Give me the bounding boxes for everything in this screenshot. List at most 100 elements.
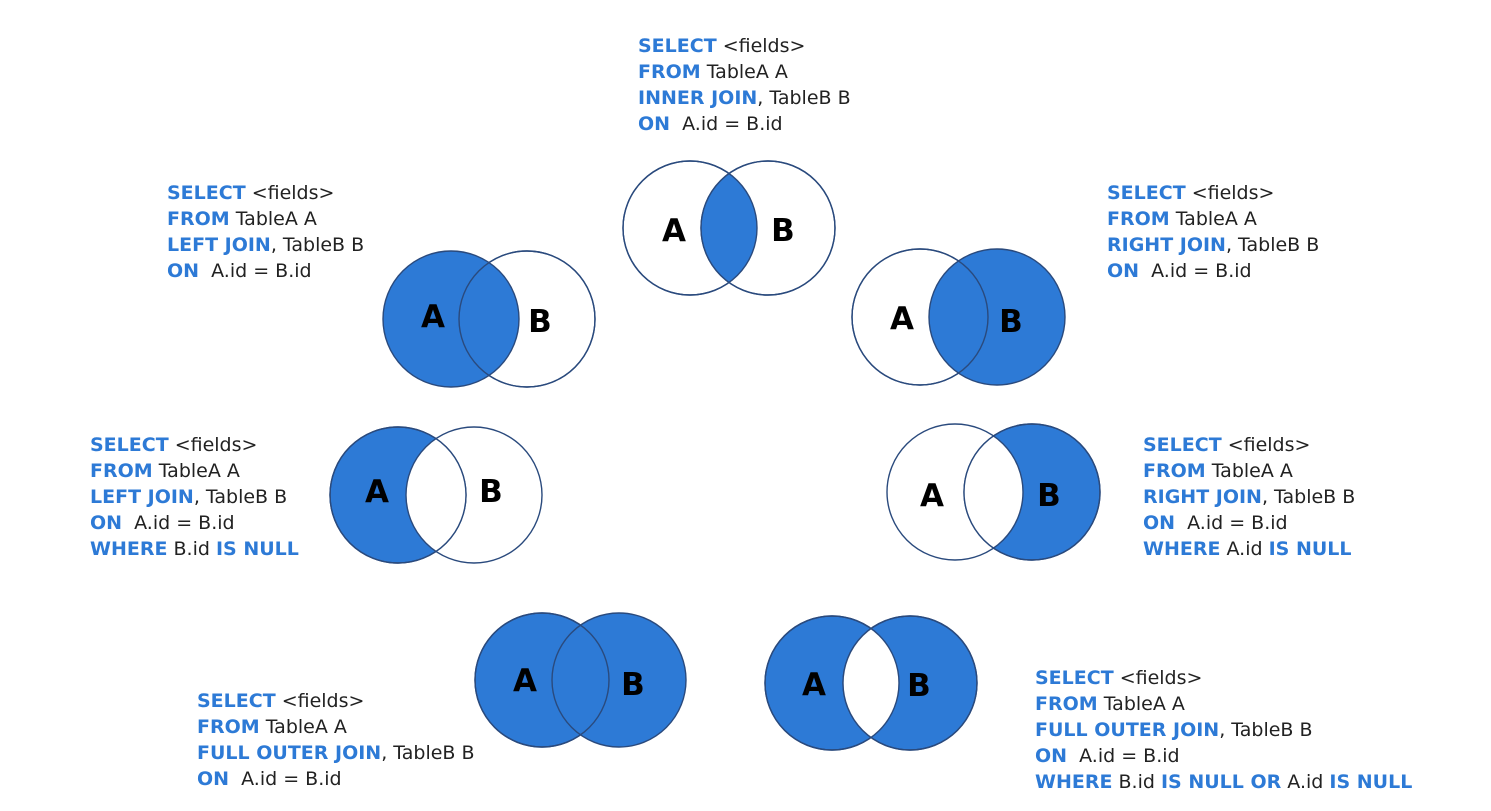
label-b: B <box>907 668 931 704</box>
label-a: A <box>890 301 914 337</box>
label-b: B <box>1037 478 1061 514</box>
sql-text: , TableB B <box>1225 234 1320 256</box>
venn-left-excluding-join: A B <box>329 426 543 564</box>
sql-text: B.id <box>167 538 216 560</box>
sql-keyword: ON <box>638 113 671 135</box>
circle-b <box>551 612 687 748</box>
sql-keyword: RIGHT JOIN <box>1107 234 1226 256</box>
sql-line: SELECT <fields> <box>1143 432 1355 458</box>
sql-keyword: WHERE <box>90 538 168 560</box>
sql-keyword: SELECT <box>90 434 169 456</box>
label-a: A <box>513 663 537 699</box>
label-a: A <box>421 299 445 335</box>
sql-keyword: WHERE <box>1035 771 1113 793</box>
sql-keyword: IS NULL <box>1268 538 1352 560</box>
venn-left-join: A B <box>382 250 596 388</box>
sql-text: TableA A <box>700 61 788 83</box>
sql-text: <fields> <box>1113 667 1203 689</box>
sql-keyword: ON <box>1107 260 1140 282</box>
label-a: A <box>662 213 686 249</box>
sql-text: TableA A <box>229 208 317 230</box>
sql-line: INNER JOIN, TableB B <box>638 85 851 111</box>
label-a: A <box>802 667 826 703</box>
sql-keyword: IS NULL <box>215 538 299 560</box>
sql-keyword: SELECT <box>1107 182 1186 204</box>
sql-line: SELECT <fields> <box>1107 180 1319 206</box>
circle-b <box>405 426 543 564</box>
sql-text: <fields> <box>716 35 806 57</box>
sql-line: SELECT <fields> <box>197 688 475 714</box>
sql-text: <fields> <box>245 182 335 204</box>
intersection-region <box>964 424 1023 560</box>
sql-line: ON A.id = B.id <box>197 766 475 792</box>
sql-text: TableA A <box>1097 693 1185 715</box>
sql-keyword: LEFT JOIN <box>167 234 271 256</box>
sql-line: SELECT <fields> <box>1035 665 1412 691</box>
sql-text: TableA A <box>1169 208 1257 230</box>
sql-keyword: FULL OUTER JOIN <box>1035 719 1220 741</box>
venn-right-join: A B <box>851 248 1066 386</box>
sql-text: B.id <box>1112 771 1161 793</box>
sql-line: FROM TableA A <box>1143 458 1355 484</box>
label-b: B <box>621 667 645 703</box>
sql-text: <fields> <box>275 690 365 712</box>
sql-line: ON A.id = B.id <box>1143 510 1355 536</box>
sql-line: RIGHT JOIN, TableB B <box>1107 232 1319 258</box>
label-b: B <box>999 304 1023 340</box>
sql-line: ON A.id = B.id <box>167 258 364 284</box>
sql-keyword: FROM <box>197 716 260 738</box>
label-b: B <box>528 304 552 340</box>
sql-line: RIGHT JOIN, TableB B <box>1143 484 1355 510</box>
sql-full-outer-excluding-join: SELECT <fields>FROM TableA A FULL OUTER J… <box>1035 665 1412 795</box>
circle-a <box>886 423 1024 561</box>
sql-keyword: ON <box>1143 512 1176 534</box>
sql-keyword: SELECT <box>197 690 276 712</box>
sql-text: <fields> <box>168 434 258 456</box>
sql-text: TableA A <box>1205 460 1293 482</box>
sql-line: FROM TableA A <box>90 458 299 484</box>
sql-line: SELECT <fields> <box>638 33 851 59</box>
sql-text: A.id = B.id <box>1139 260 1252 282</box>
sql-keyword: INNER JOIN <box>638 87 758 109</box>
sql-line: FROM TableA A <box>638 59 851 85</box>
sql-line: FROM TableA A <box>167 206 364 232</box>
sql-keyword: FROM <box>1035 693 1098 715</box>
label-a: A <box>365 474 389 510</box>
sql-line: FROM TableA A <box>1107 206 1319 232</box>
intersection-region <box>701 161 757 295</box>
sql-text: , TableB B <box>1261 486 1356 508</box>
sql-text: A.id <box>1281 771 1330 793</box>
sql-keyword: FROM <box>1143 460 1206 482</box>
sql-text: TableA A <box>259 716 347 738</box>
sql-line: WHERE B.id IS NULL OR A.id IS NULL <box>1035 769 1412 795</box>
sql-line: ON A.id = B.id <box>1107 258 1319 284</box>
sql-keyword: WHERE <box>1143 538 1221 560</box>
sql-keyword: SELECT <box>167 182 246 204</box>
sql-text: A.id = B.id <box>199 260 312 282</box>
sql-keyword: ON <box>167 260 200 282</box>
sql-line: ON A.id = B.id <box>90 510 299 536</box>
sql-line: FULL OUTER JOIN, TableB B <box>197 740 475 766</box>
sql-keyword: ON <box>1035 745 1068 767</box>
sql-line: LEFT JOIN, TableB B <box>90 484 299 510</box>
sql-line: SELECT <fields> <box>167 180 364 206</box>
sql-text: A.id = B.id <box>670 113 783 135</box>
sql-keyword: RIGHT JOIN <box>1143 486 1262 508</box>
venn-inner-join: A B <box>622 160 836 296</box>
sql-text: , TableB B <box>757 87 851 109</box>
circle-b <box>928 248 1066 386</box>
sql-keyword: FROM <box>1107 208 1170 230</box>
sql-text: A.id = B.id <box>1175 512 1288 534</box>
label-b: B <box>771 213 795 249</box>
intersection-region <box>406 427 466 563</box>
sql-keyword: FROM <box>167 208 230 230</box>
sql-line: ON A.id = B.id <box>1035 743 1412 769</box>
sql-text: , TableB B <box>381 742 475 764</box>
intersection-region <box>843 616 899 750</box>
sql-keyword: IS NULL <box>1329 771 1413 793</box>
sql-text: , TableB B <box>270 234 365 256</box>
